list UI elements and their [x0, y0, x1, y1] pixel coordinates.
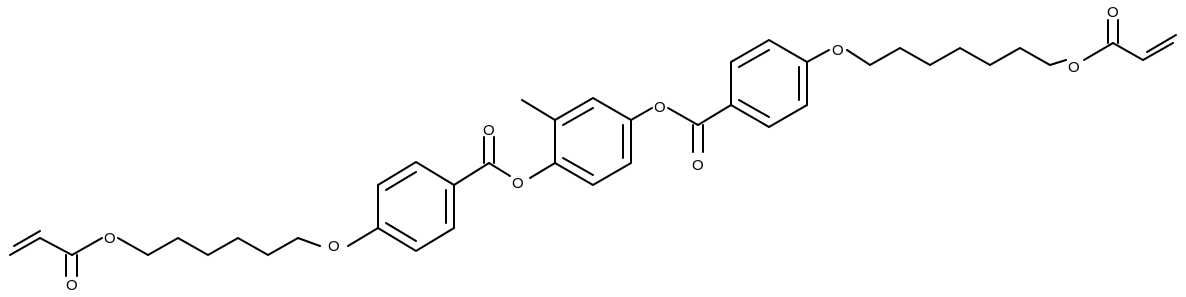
bond — [39, 237, 73, 256]
bond — [117, 237, 149, 256]
bond — [9, 237, 41, 256]
bond — [488, 162, 511, 177]
left-benzene-ring — [347, 160, 455, 253]
bond — [697, 104, 732, 126]
bond — [1146, 34, 1177, 53]
bond — [846, 46, 1067, 67]
atom-label-oxygen: O — [512, 175, 524, 192]
bond — [1083, 42, 1114, 61]
right-acrylate-group — [1083, 19, 1177, 61]
atom-label-oxygen: O — [66, 277, 78, 294]
right-ester — [630, 104, 732, 153]
bond — [1112, 42, 1144, 61]
bond — [738, 49, 770, 68]
bond — [630, 107, 653, 121]
bond — [385, 171, 417, 191]
ring-outline — [730, 38, 808, 129]
bond — [562, 107, 594, 126]
right-benzene-ring — [730, 38, 830, 129]
bond — [385, 222, 417, 242]
molecule-skeleton — [9, 19, 1177, 277]
atom-label-oxygen: O — [483, 122, 495, 139]
ring-outline — [377, 160, 455, 253]
bond — [13, 230, 41, 247]
bond — [667, 107, 699, 126]
bond — [147, 236, 321, 257]
methyl-bond — [521, 99, 556, 121]
left-acrylate-group — [9, 230, 149, 277]
atom-label-oxygen: O — [1107, 4, 1119, 21]
left-hexyl-chain — [147, 236, 321, 257]
atom-label-oxygen: O — [654, 99, 666, 116]
atom-label-oxygen: O — [104, 230, 116, 247]
bond — [453, 162, 490, 186]
ring-outline — [554, 96, 632, 187]
bond — [1142, 42, 1174, 61]
bond — [562, 157, 594, 176]
atom-label-oxygen: O — [692, 157, 704, 174]
right-hexyl-chain — [846, 46, 1067, 67]
left-ester — [453, 136, 556, 186]
atom-label-oxygen: O — [1068, 59, 1080, 76]
atom-label-oxygen: O — [832, 42, 844, 59]
bond — [347, 227, 379, 247]
bond — [71, 237, 103, 256]
bond — [529, 162, 556, 179]
atom-label-oxygen: O — [328, 238, 340, 255]
bond — [806, 49, 830, 63]
bond — [738, 99, 770, 118]
atom-labels: O O O O O O O O O O — [66, 4, 1119, 294]
